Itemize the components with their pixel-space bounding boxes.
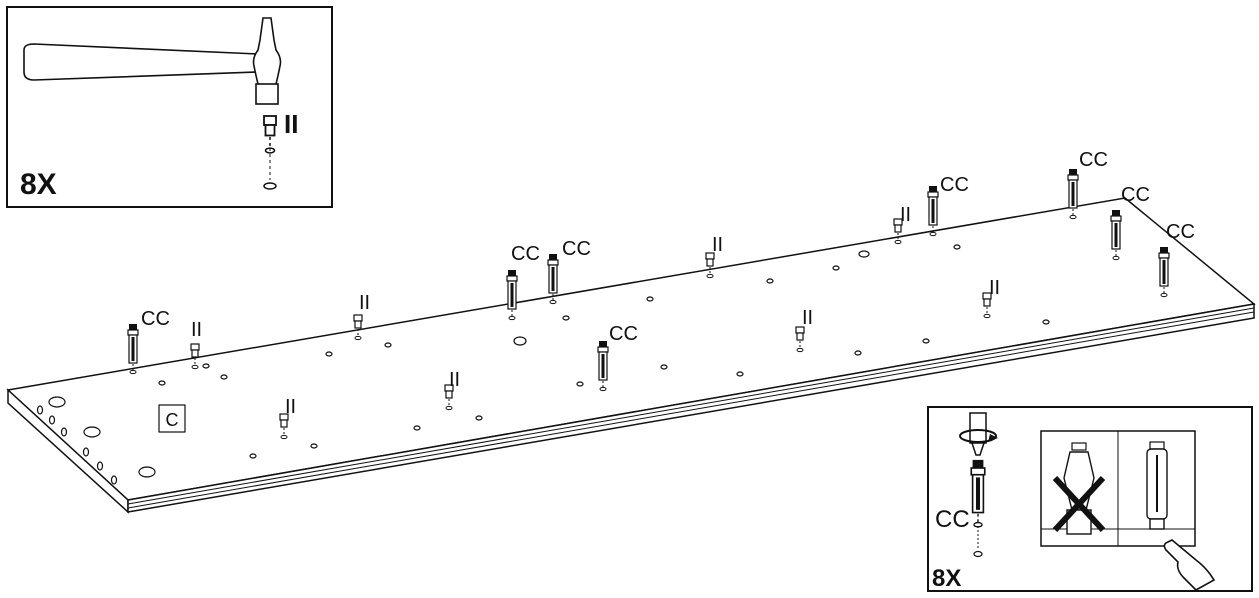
hammer-inset: II 8X	[6, 6, 333, 208]
dowel: II	[982, 277, 1000, 319]
dowel: II	[795, 307, 813, 353]
hand-pointer-icon	[1163, 539, 1216, 591]
cc-label: CC	[1121, 184, 1150, 206]
dowel: II	[705, 234, 723, 279]
cc-label: CC	[609, 323, 638, 345]
ii-label: II	[285, 396, 296, 418]
cc-label: CC	[940, 174, 969, 196]
cam-screw: CC	[1109, 184, 1150, 262]
cc-label: CC	[141, 308, 170, 330]
rotate-arrow-icon	[959, 429, 998, 443]
dowel: II	[444, 369, 460, 411]
dowel: II	[893, 204, 911, 245]
ii-label: II	[989, 277, 1000, 299]
ii-label: II	[900, 204, 911, 226]
cam-screw: CC	[596, 323, 638, 393]
dowel: II	[190, 319, 202, 370]
board-label: C	[166, 410, 179, 430]
ii-label: II	[359, 292, 370, 314]
ii-label: II	[712, 234, 723, 256]
cam-screw: CC	[505, 243, 540, 322]
cam-screw: CC	[1066, 149, 1108, 221]
cam-screw: CC	[1157, 221, 1195, 299]
incorrect-install	[1052, 442, 1106, 535]
ii-label: II	[449, 369, 460, 391]
cc-label: CC	[511, 243, 540, 265]
cam-inset-part-label: CC	[935, 506, 970, 533]
ii-label: II	[802, 307, 813, 329]
cross-icon	[1052, 475, 1106, 533]
board-panel: C	[6, 197, 1256, 514]
hammer-inset-part-label: II	[284, 109, 298, 139]
ii-label: II	[191, 319, 202, 341]
cam-screw: CC	[926, 174, 969, 238]
cc-label: CC	[1166, 221, 1195, 243]
cc-label: CC	[1079, 149, 1108, 171]
cam-screw: CC	[546, 238, 591, 306]
correct-install	[1146, 441, 1168, 530]
hammer-inset-count: 8X	[20, 168, 57, 201]
dowel: II	[279, 396, 296, 440]
cam-screw: CC	[126, 308, 170, 376]
dowel: II	[353, 292, 370, 341]
hammer-icon	[23, 17, 282, 105]
cam-inset-count: 8X	[932, 565, 961, 592]
cc-label: CC	[562, 238, 591, 260]
cam-inset: CC 8X	[927, 406, 1253, 592]
